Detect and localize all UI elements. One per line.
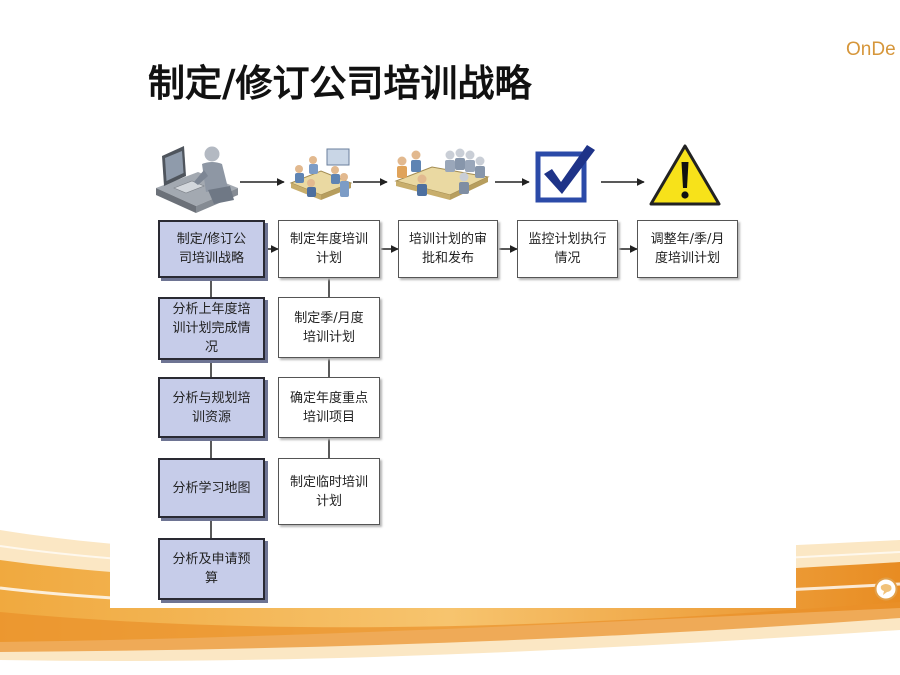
- subtask-plan-resources-box: 分析与规划培训资源: [158, 377, 265, 438]
- subtask-label: 分析上年度培训计划完成情况: [172, 302, 251, 355]
- subtask-learning-map-box: 分析学习地图: [158, 458, 265, 518]
- team-meeting-icon: [289, 148, 353, 200]
- subtask-quarterly-plan-box: 制定季/月度培训计划: [278, 297, 380, 358]
- subtask-label: 分析学习地图: [172, 480, 251, 496]
- step-label: 培训计划的审批和发布: [408, 232, 487, 266]
- page-title: 制定/修订公司培训战略: [148, 62, 532, 105]
- step-plan-approval-box: 培训计划的审批和发布: [398, 220, 498, 278]
- subtask-label: 制定季/月度培训计划: [294, 310, 364, 345]
- step-label: 制定/修订公司培训战略: [176, 232, 247, 266]
- step-label: 监控计划执行情况: [528, 232, 607, 266]
- subtask-analyze-last-year-box: 分析上年度培训计划完成情况: [158, 297, 265, 360]
- subtask-adhoc-plan-box: 制定临时培训计划: [278, 458, 380, 525]
- computer-user-icon: [156, 146, 238, 213]
- subtask-budget-box: 分析及申请预算: [158, 538, 265, 600]
- step-label: 制定年度培训计划: [289, 232, 368, 266]
- subtask-key-programs-box: 确定年度重点培训项目: [278, 377, 380, 438]
- checkbox-icon: [535, 145, 595, 203]
- subtask-label: 确定年度重点培训项目: [289, 390, 368, 425]
- step-revise-strategy-box: 制定/修订公司培训战略: [158, 220, 265, 278]
- step-monitor-execution-box: 监控计划执行情况: [517, 220, 618, 278]
- subtask-label: 制定临时培训计划: [289, 474, 368, 509]
- subtask-label: 分析及申请预算: [172, 552, 251, 586]
- step-label: 调整年/季/月度培训计划: [650, 232, 725, 266]
- brand-logo: OnDe: [846, 39, 896, 60]
- step-adjust-plan-box: 调整年/季/月度培训计划: [637, 220, 738, 278]
- subtask-label: 分析与规划培训资源: [172, 390, 251, 425]
- group-discussion-icon: [394, 148, 490, 200]
- warning-icon: [649, 144, 721, 206]
- diagram-panel: [110, 128, 796, 608]
- chat-bubble-icon: [874, 577, 898, 601]
- step-annual-plan-box: 制定年度培训计划: [278, 220, 380, 278]
